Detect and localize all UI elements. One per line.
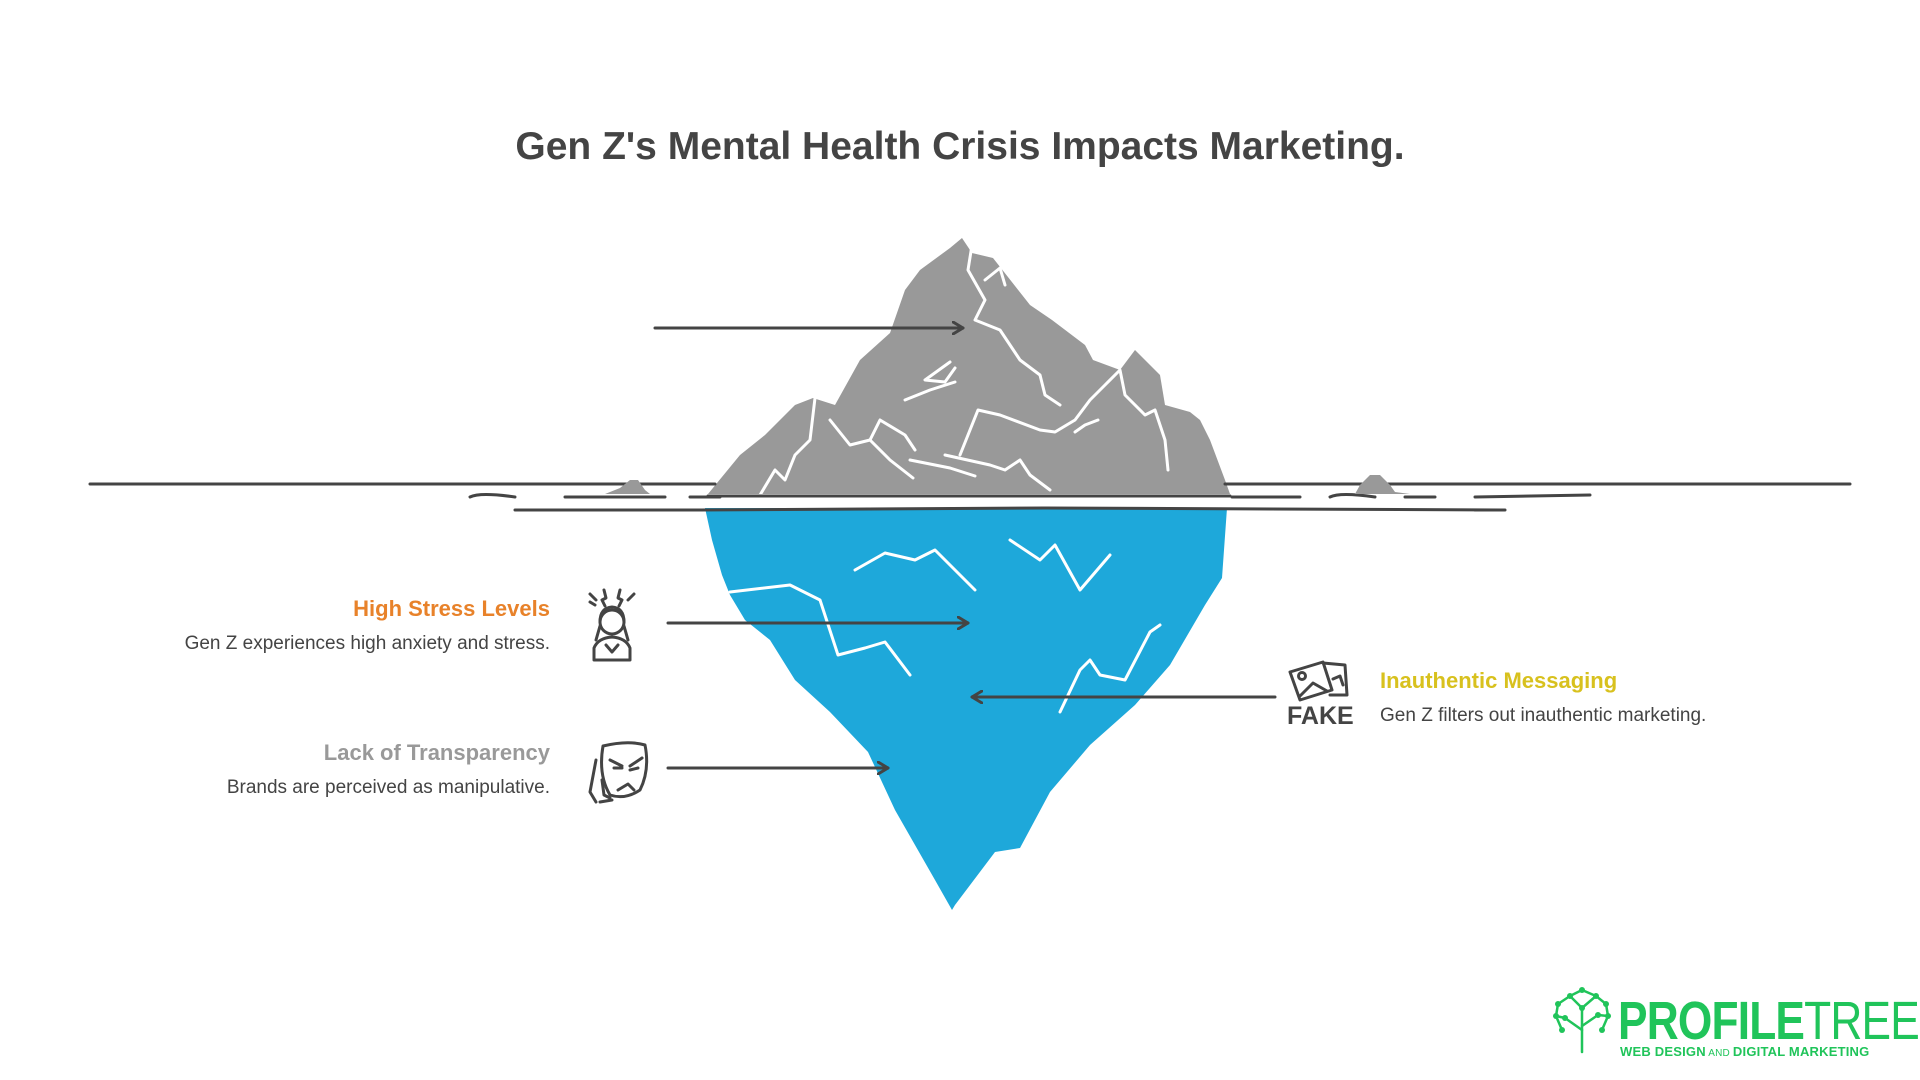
tree-network-icon [1553,987,1611,1054]
mask-icon [588,741,649,804]
small-ice-left [605,480,650,494]
logo-tagline-part3: DIGITAL MARKETING [1732,1044,1870,1059]
logo-tagline: WEB DESIGN AND DIGITAL MARKETING [1620,1044,1869,1059]
stress-heading: High Stress Levels [353,596,550,621]
waterline [88,482,1852,512]
transparency-heading: Lack of Transparency [323,740,550,765]
tip-cracks [758,243,1170,497]
iceberg-underwater [705,508,1227,910]
logo-tagline-part1: WEB DESIGN [1620,1044,1706,1059]
page-title: Gen Z's Mental Health Crisis Impacts Mar… [515,125,1405,168]
logo-name-part2: TREE [1804,991,1920,1051]
fake-label: FAKE [1287,702,1354,730]
stressed-person-icon [588,588,636,662]
fake-photo-icon: FAKE [1287,660,1354,730]
transparency-description: Brands are perceived as manipulative. [226,777,550,798]
iceberg-tip [708,238,1230,494]
logo-tagline-part2: AND [1705,1048,1733,1059]
logo-wordmark: PROFILETREE [1618,990,1920,1052]
inauthentic-heading: Inauthentic Messaging [1380,668,1618,693]
inauthentic-description: Gen Z filters out inauthentic marketing. [1380,705,1707,726]
underwater-cracks [728,538,1162,714]
logo-name-part1: PROFILE [1618,991,1805,1051]
small-ice-right [1355,475,1410,494]
stress-description: Gen Z experiences high anxiety and stres… [184,633,550,654]
